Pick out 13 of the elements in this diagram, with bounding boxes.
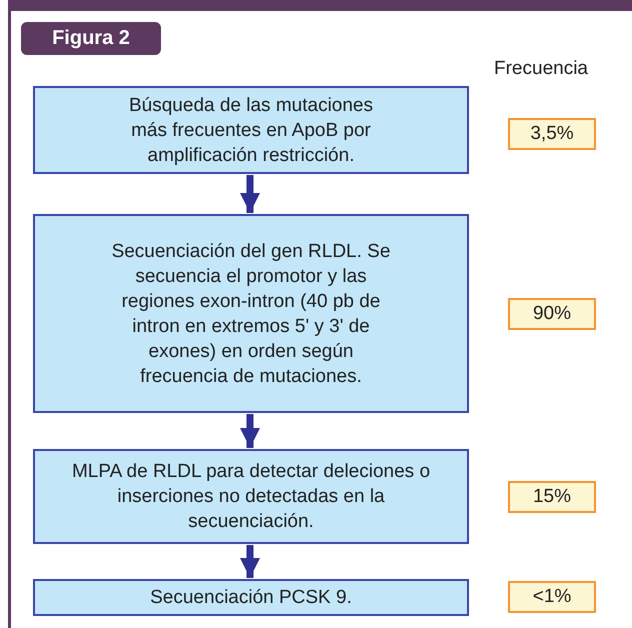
process-box: Secuenciación del gen RLDL. Se secuencia el promotor y las regiones exon-intron (40 pb de intron en extremos 5' y 3' de exones) en orden según frecuencia de mutaciones. [33, 214, 469, 413]
process-box: MLPA de RLDL para detectar deleciones o inserciones no detectadas en la secuenciación. [33, 449, 469, 544]
arrow [240, 414, 260, 448]
frequency-box: 15% [508, 481, 596, 513]
frequency-box: 3,5% [508, 118, 596, 150]
process-box: Secuenciación PCSK 9. [33, 579, 469, 616]
frequency-box: 90% [508, 298, 596, 330]
column-heading: Frecuencia [494, 58, 588, 80]
arrow [240, 175, 260, 213]
figure-tag: Figura 2 [21, 22, 161, 55]
frequency-box: <1% [508, 581, 596, 613]
process-box: Búsqueda de las mutaciones más frecuentes en ApoB por amplificación restricción. [33, 86, 469, 174]
arrow [240, 545, 260, 578]
